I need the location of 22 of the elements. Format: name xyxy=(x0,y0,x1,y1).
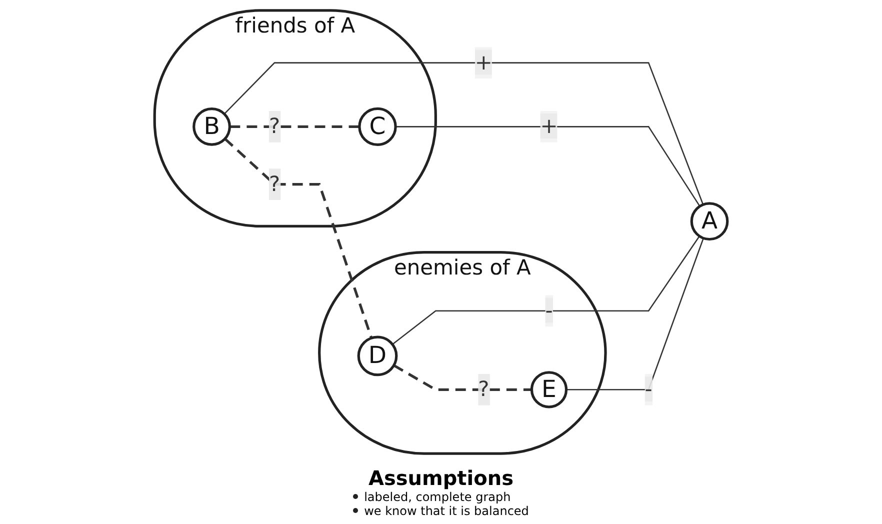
note-text: labeled, complete graph xyxy=(364,490,511,504)
connector xyxy=(566,238,704,390)
node-circle: A xyxy=(690,202,729,241)
edge-label: - xyxy=(545,298,553,323)
edge-label: ? xyxy=(268,171,280,196)
edge-label: + xyxy=(540,114,558,138)
connector xyxy=(230,125,360,128)
node-circle: D xyxy=(357,336,398,376)
connector xyxy=(392,236,700,345)
connector xyxy=(224,138,373,338)
note-text: we know that it is balanced xyxy=(364,504,529,518)
connector xyxy=(396,126,700,207)
edge-label: - xyxy=(644,376,652,402)
node-circle: E xyxy=(530,371,568,408)
node-circle: B xyxy=(192,107,231,146)
edge-label: + xyxy=(474,50,492,75)
edge-label: ? xyxy=(478,376,490,402)
connector xyxy=(393,364,532,391)
edge-label: ? xyxy=(268,114,280,138)
connector xyxy=(224,62,704,205)
note-heading: Assumptions xyxy=(368,466,514,490)
node-circle: C xyxy=(358,107,397,146)
